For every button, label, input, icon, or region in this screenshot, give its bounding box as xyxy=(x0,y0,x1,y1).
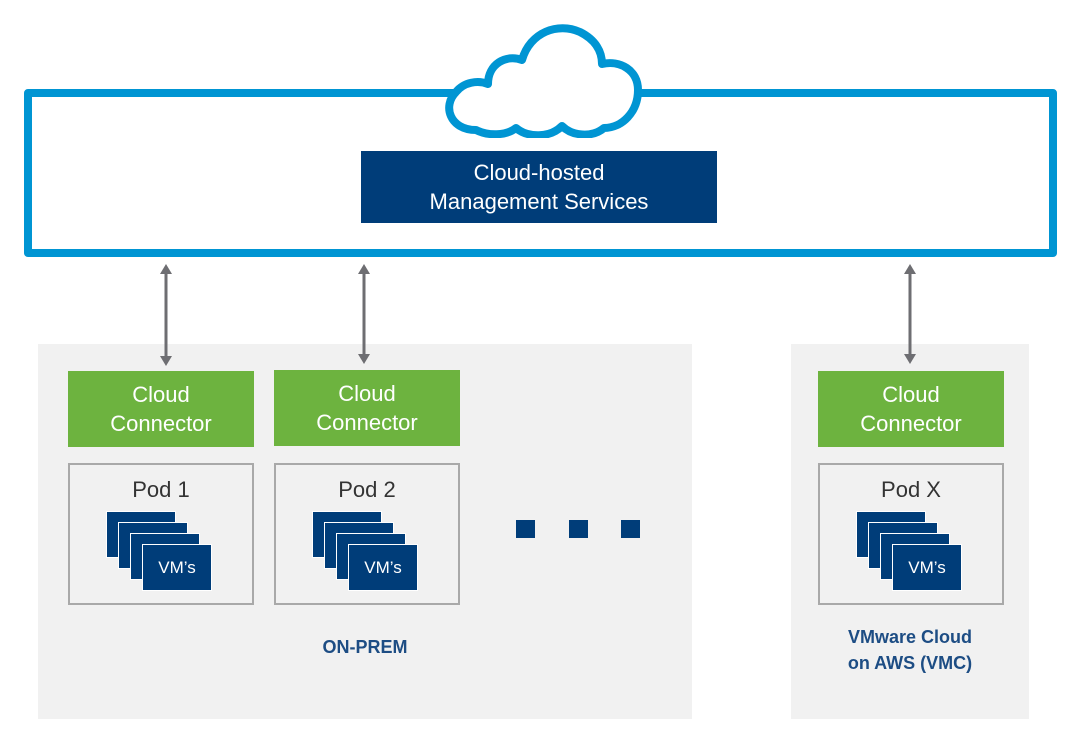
vm-card-front: VM’s xyxy=(348,544,418,591)
bidirectional-arrow-pod2 xyxy=(358,264,370,364)
pod-1: Pod 1 VM’s xyxy=(68,463,254,605)
vm-stack-icon: VM’s xyxy=(312,511,424,595)
onprem-label: ON-PREM xyxy=(322,637,408,657)
bidirectional-arrow-pod1 xyxy=(160,264,172,366)
mgmt-line-1: Cloud-hosted xyxy=(473,160,605,185)
connector-line-2: Connector xyxy=(316,410,418,435)
connector-line-2: Connector xyxy=(860,411,962,436)
vmc-label-line-2: on AWS (VMC) xyxy=(847,653,973,673)
mgmt-line-2: Management Services xyxy=(429,189,649,214)
connector-line-2: Connector xyxy=(110,411,212,436)
pod-x: Pod X VM’s xyxy=(818,463,1004,605)
more-pods-ellipsis-icon xyxy=(516,520,640,540)
vm-card-front: VM’s xyxy=(892,544,962,591)
pod-2: Pod 2 VM’s xyxy=(274,463,460,605)
vm-stack-icon: VM’s xyxy=(106,511,218,595)
vmc-label: VMware Cloud on AWS (VMC) xyxy=(791,624,1029,676)
ellipsis-square xyxy=(621,520,640,538)
bidirectional-arrow-podx xyxy=(904,264,916,364)
connector-line-1: Cloud xyxy=(132,382,190,407)
connector-line-1: Cloud xyxy=(882,382,940,407)
pod-title: Pod 1 xyxy=(132,477,190,502)
ellipsis-square xyxy=(569,520,588,538)
cloud-connector-pod2: Cloud Connector xyxy=(274,370,460,446)
pod-title: Pod 2 xyxy=(338,477,396,502)
pod-title: Pod X xyxy=(881,477,941,502)
vm-stack-icon: VM’s xyxy=(856,511,968,595)
cloud-icon xyxy=(445,24,642,138)
cloud-connector-pod1: Cloud Connector xyxy=(68,371,254,447)
cloud-hosted-management-services: Cloud-hosted Management Services xyxy=(361,151,717,223)
ellipsis-square xyxy=(516,520,535,538)
connector-line-1: Cloud xyxy=(338,381,396,406)
vm-card-front: VM’s xyxy=(142,544,212,591)
vmc-label-line-1: VMware Cloud xyxy=(847,627,972,647)
cloud-connector-podx: Cloud Connector xyxy=(818,371,1004,447)
